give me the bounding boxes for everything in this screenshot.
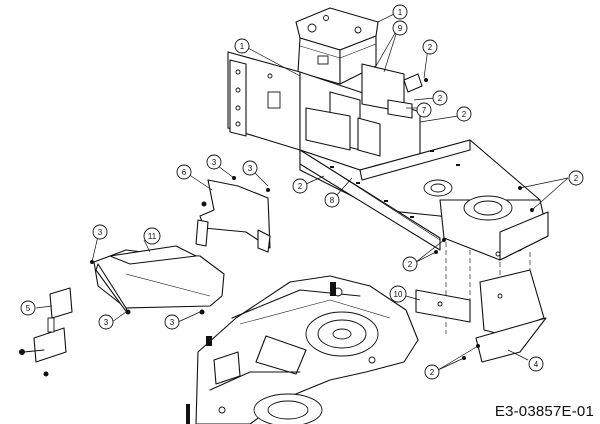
side-panel-part [195, 179, 271, 253]
svg-text:2: 2 [462, 110, 467, 119]
callout-10: 10 [389, 285, 407, 303]
svg-text:1: 1 [240, 42, 245, 51]
callout-2: 2 [568, 170, 584, 186]
callout-2: 2 [432, 90, 448, 106]
callout-2: 2 [402, 256, 418, 272]
svg-text:2: 2 [438, 94, 443, 103]
svg-text:1: 1 [398, 8, 403, 17]
callout-1: 1 [234, 38, 250, 54]
svg-text:2: 2 [428, 43, 433, 52]
svg-text:6: 6 [182, 168, 187, 177]
callout-6: 6 [176, 164, 192, 180]
cover-panel-part [93, 245, 225, 315]
rear-panel-part [415, 269, 547, 363]
callout-3: 3 [98, 314, 114, 330]
svg-text:3: 3 [170, 318, 175, 327]
svg-text:5: 5 [26, 304, 31, 313]
callout-5: 5 [20, 300, 36, 316]
callout-8: 8 [324, 192, 340, 208]
svg-text:3: 3 [248, 164, 253, 173]
callout-1: 1 [392, 4, 408, 20]
callout-2: 2 [292, 178, 308, 194]
svg-text:2: 2 [574, 174, 579, 183]
callout-9: 9 [392, 20, 408, 36]
callout-3: 3 [164, 314, 180, 330]
callout-11: 11 [143, 227, 161, 245]
callout-3: 3 [242, 160, 258, 176]
callout-2: 2 [424, 364, 440, 380]
svg-text:2: 2 [430, 368, 435, 377]
callout-2: 2 [422, 39, 438, 55]
leader-lines [35, 13, 569, 371]
svg-text:9: 9 [398, 24, 403, 33]
svg-text:2: 2 [298, 182, 303, 191]
svg-text:4: 4 [534, 360, 539, 369]
main-frame-part [227, 51, 549, 261]
callout-7: 7 [416, 102, 432, 118]
svg-text:2: 2 [408, 260, 413, 269]
diagram-reference-code: E3-03857E-01 [494, 403, 594, 420]
svg-text:11: 11 [148, 232, 157, 241]
bracket-part [19, 287, 73, 377]
callout-3: 3 [92, 224, 108, 240]
fastener-dots [90, 176, 534, 360]
dash-console-part [295, 7, 379, 85]
svg-text:3: 3 [98, 228, 103, 237]
svg-text:7: 7 [422, 106, 427, 115]
svg-text:3: 3 [104, 318, 109, 327]
mower-deck-part [186, 275, 419, 424]
callout-4: 4 [528, 356, 544, 372]
svg-text:8: 8 [330, 196, 335, 205]
svg-text:3: 3 [212, 158, 217, 167]
callout-2: 2 [456, 106, 472, 122]
small-bracket-part [403, 73, 428, 93]
callout-3: 3 [206, 154, 222, 170]
svg-text:10: 10 [394, 290, 403, 299]
